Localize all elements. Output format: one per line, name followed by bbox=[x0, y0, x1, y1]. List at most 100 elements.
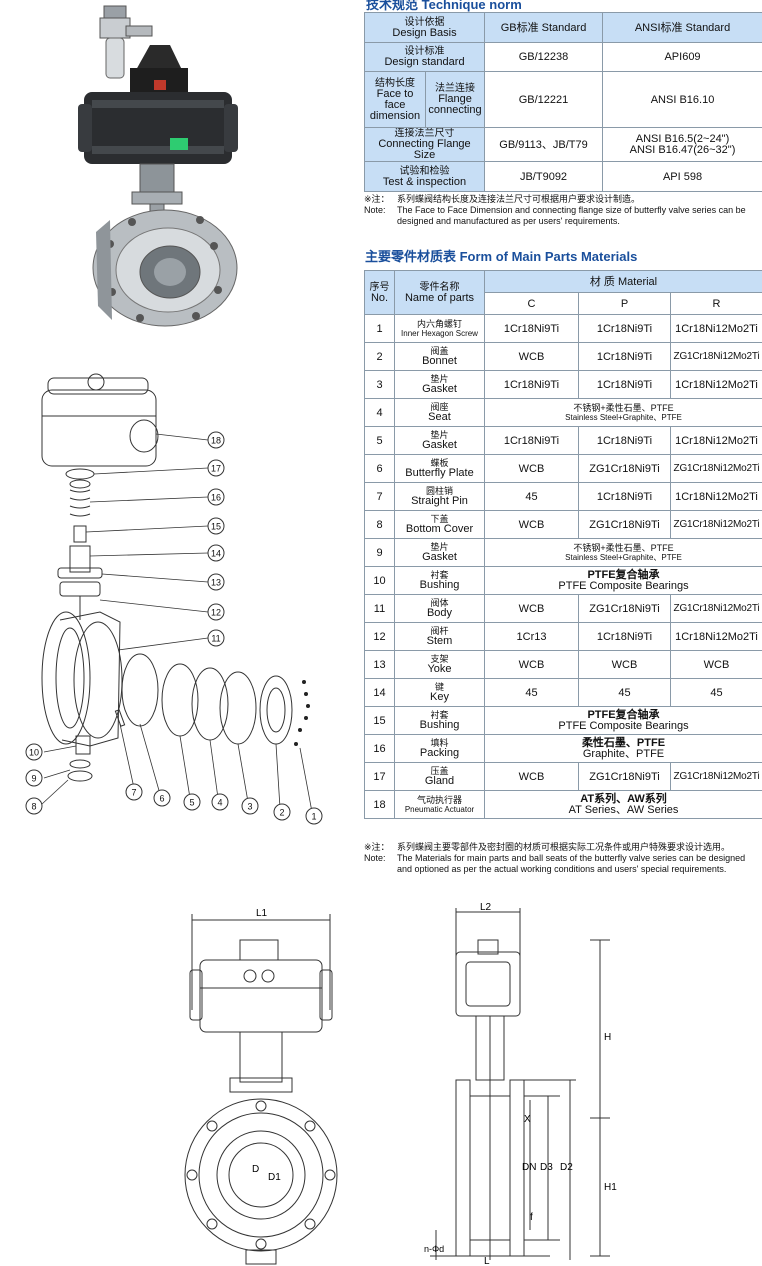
dim-l1: L1 bbox=[256, 908, 268, 919]
valve-photo bbox=[78, 5, 238, 327]
callout-label: 12 bbox=[211, 608, 221, 618]
material-r: 1Cr18Ni12Mo2Ti bbox=[669, 622, 762, 651]
callout-label: 8 bbox=[31, 802, 36, 812]
callout-label: 5 bbox=[189, 798, 194, 808]
header-ansi-standard: ANSI标准 Standard bbox=[602, 12, 762, 43]
callout-label: 14 bbox=[211, 549, 221, 559]
part-number: 5 bbox=[364, 426, 395, 455]
part-number: 8 bbox=[364, 510, 395, 539]
material-p: ZG1Cr18Ni9Ti bbox=[578, 762, 671, 791]
dim-d1: D1 bbox=[268, 1172, 281, 1183]
header-gb-standard: GB标准 Standard bbox=[484, 12, 604, 43]
part-number: 18 bbox=[364, 790, 395, 819]
part-number: 7 bbox=[364, 482, 395, 511]
material-c: 1Cr13 bbox=[484, 622, 579, 651]
callout-bubble bbox=[273, 803, 291, 821]
dim-n-phi-d: n-Φd bbox=[424, 1244, 444, 1254]
part-number: 2 bbox=[364, 342, 395, 371]
material-c: WCB bbox=[484, 510, 579, 539]
materials-title: 主要零件材质表 Form of Main Parts Materials bbox=[365, 249, 638, 264]
callout-label: 4 bbox=[217, 798, 222, 808]
callout-bubble bbox=[207, 459, 225, 477]
material-c: WCB bbox=[484, 342, 579, 371]
material-p: 1Cr18Ni9Ti bbox=[578, 482, 671, 511]
dim-h1: H1 bbox=[604, 1182, 617, 1193]
material-c: WCB bbox=[484, 594, 579, 623]
callout-label: 11 bbox=[211, 634, 220, 644]
material-p: WCB bbox=[578, 650, 671, 679]
dim-d: D bbox=[252, 1164, 259, 1175]
material-r: ZG1Cr18Ni12Mo2Ti bbox=[669, 762, 762, 791]
material-p: 1Cr18Ni9Ti bbox=[578, 314, 671, 343]
callout-bubble bbox=[207, 517, 225, 535]
callout-bubble bbox=[241, 797, 259, 815]
callout-bubble bbox=[207, 488, 225, 506]
dim-x: X bbox=[524, 1114, 531, 1125]
material-r: ZG1Cr18Ni12Mo2Ti bbox=[669, 594, 762, 623]
part-number: 12 bbox=[364, 622, 395, 651]
callout-bubble bbox=[207, 573, 225, 591]
part-number: 9 bbox=[364, 538, 395, 567]
part-number: 4 bbox=[364, 398, 395, 427]
header-col-r: R bbox=[669, 292, 762, 315]
material-p: 1Cr18Ni9Ti bbox=[578, 370, 671, 399]
callout-bubble bbox=[25, 797, 43, 815]
material-p: 1Cr18Ni9Ti bbox=[578, 426, 671, 455]
dim-f: f bbox=[530, 1212, 533, 1223]
material-c: 45 bbox=[484, 678, 579, 707]
side-dimension-drawing: L2 H DN D3 D2 X H1 f n-Φd L bbox=[424, 902, 617, 1266]
header-material: 材 质 Material bbox=[483, 270, 762, 293]
part-number: 14 bbox=[364, 678, 395, 707]
technique-norm-title: 技术规范 Technique norm bbox=[366, 0, 522, 12]
table-header-row: C P R bbox=[365, 292, 762, 315]
material-c: 45 bbox=[484, 482, 579, 511]
callout-label: 3 bbox=[247, 802, 252, 812]
material-p: 1Cr18Ni9Ti bbox=[578, 342, 671, 371]
dim-l2: L2 bbox=[480, 902, 492, 913]
material-c: 1Cr18Ni9Ti bbox=[484, 426, 579, 455]
material-p: 45 bbox=[578, 678, 671, 707]
callout-label: 2 bbox=[279, 808, 284, 818]
callout-label: 13 bbox=[211, 578, 221, 588]
part-number: 13 bbox=[364, 650, 395, 679]
material-c: WCB bbox=[484, 454, 579, 483]
callout-bubble bbox=[125, 783, 143, 801]
callout-bubble bbox=[207, 629, 225, 647]
part-number: 17 bbox=[364, 762, 395, 791]
